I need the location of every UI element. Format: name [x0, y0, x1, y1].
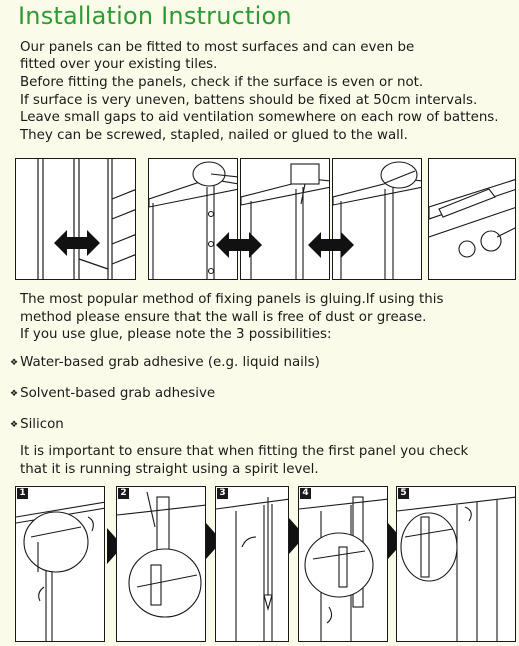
- diamond-bullet-icon: ❖: [10, 389, 19, 399]
- double-arrow-icon: [308, 232, 354, 258]
- intro-line: Leave small gaps to aid ventilation some…: [20, 110, 499, 125]
- screw-panel-illustration: [148, 158, 238, 280]
- step-2-illustration: 2: [116, 486, 206, 642]
- level-note-line: that it is running straight using a spir…: [20, 462, 319, 477]
- step-3-illustration: 3: [215, 486, 289, 642]
- staple-panel-illustration: [240, 158, 330, 280]
- gluing-line: method please ensure that the wall is fr…: [20, 310, 427, 325]
- step-number: 4: [300, 488, 311, 499]
- glue-gun-illustration: [428, 158, 516, 280]
- intro-line: If surface is very uneven, battens shoul…: [20, 93, 478, 108]
- intro-line: They can be screwed, stapled, nailed or …: [20, 128, 408, 143]
- step-number: 3: [217, 488, 228, 499]
- step-number: 2: [118, 488, 129, 499]
- gluing-line: If you use glue, please note the 3 possi…: [20, 327, 332, 342]
- adhesive-option: ❖Silicon: [10, 417, 64, 432]
- intro-line: Before fitting the panels, check if the …: [20, 75, 424, 90]
- step-5-illustration: 5: [396, 486, 516, 642]
- battens-illustration: [15, 158, 136, 280]
- next-step-arrow-icon: [289, 518, 305, 554]
- page-title: Installation Instruction: [18, 2, 292, 30]
- double-arrow-icon: [216, 232, 262, 258]
- diamond-bullet-icon: ❖: [10, 420, 19, 430]
- nail-panel-illustration: [332, 158, 422, 280]
- gluing-line: The most popular method of fixing panels…: [20, 292, 444, 307]
- step-1-illustration: 1: [15, 486, 105, 642]
- intro-line: Our panels can be fitted to most surface…: [20, 40, 415, 55]
- intro-line: fitted over your existing tiles.: [20, 57, 218, 72]
- step-number: 5: [398, 488, 409, 499]
- step-number: 1: [17, 488, 28, 499]
- diamond-bullet-icon: ❖: [10, 358, 19, 368]
- adhesive-option: ❖Solvent-based grab adhesive: [10, 386, 216, 401]
- level-note-line: It is important to ensure that when fitt…: [20, 444, 469, 459]
- step-4-illustration: 4: [298, 486, 388, 642]
- next-step-arrow-icon: [206, 523, 222, 559]
- adhesive-option: ❖Water-based grab adhesive (e.g. liquid …: [10, 355, 320, 370]
- double-arrow-icon: [54, 230, 100, 256]
- next-step-arrow-icon: [107, 528, 123, 564]
